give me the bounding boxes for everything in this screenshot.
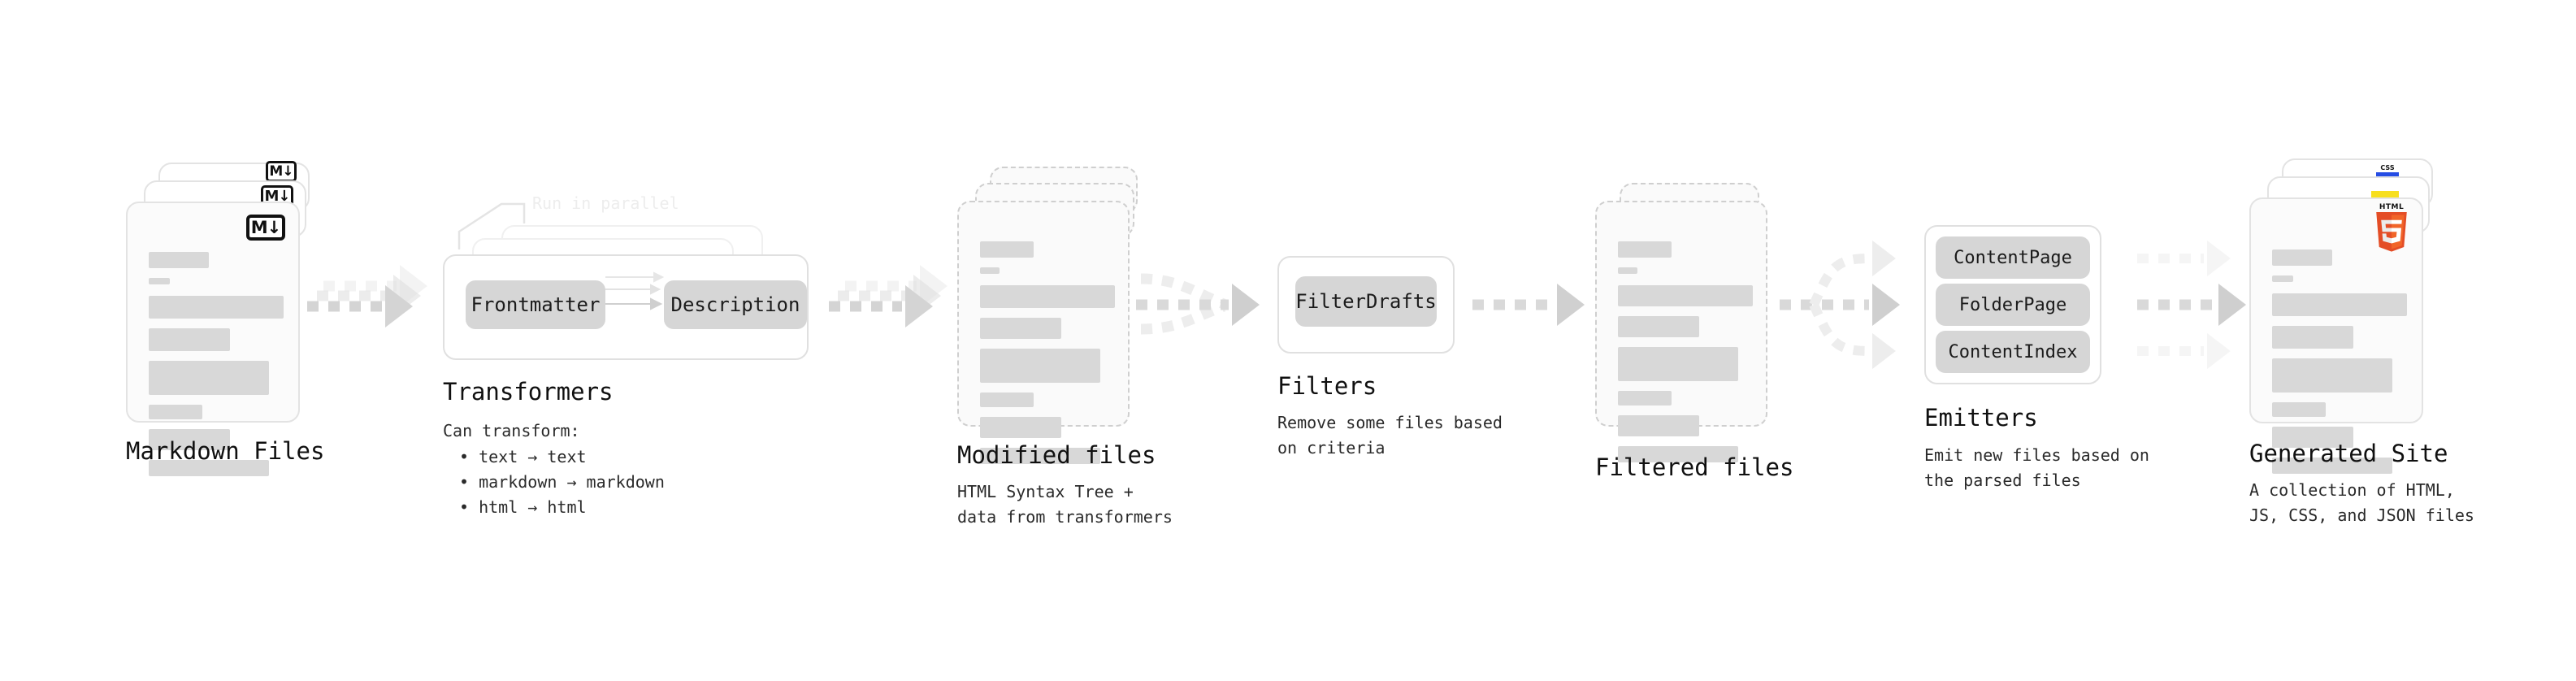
filter-pill-label: FilterDrafts — [1295, 290, 1437, 313]
stage-filtered-files: Filtered files — [1595, 183, 1793, 480]
connector-filters-to-filtered — [1472, 284, 1585, 326]
card-content-placeholder — [149, 252, 284, 486]
stage-subtitle-modified-files: HTML Syntax Tree + data from transformer… — [957, 482, 1173, 527]
markdown-card-stack: M↓ M↓ M↓ — [126, 161, 313, 476]
stage-title-filters: Filters — [1277, 372, 1377, 400]
markdown-card-front: M↓ — [126, 202, 300, 476]
run-in-parallel-label: Run in parallel — [532, 193, 679, 213]
stage-title-emitters: Emitters — [1924, 404, 2038, 432]
connector-modified-to-filters — [1136, 273, 1260, 335]
stage-title-filtered-files: Filtered files — [1595, 453, 1794, 481]
stage-subtitle-filters: Remove some files based on criteria — [1277, 413, 1503, 458]
emitter-pill-contentindex[interactable]: ContentIndex — [1936, 331, 2090, 373]
connector-filtered-to-emitters — [1780, 240, 1900, 370]
stage-subtitle-emitters: Emit new files based on the parsed files — [1924, 445, 2149, 490]
transformer-pill-description[interactable]: Description — [664, 280, 807, 329]
stage-title-modified-files: Modified files — [957, 441, 1156, 469]
emitter-pill-folderpage[interactable]: FolderPage — [1936, 284, 2090, 326]
card-content-placeholder — [980, 241, 1115, 474]
stage-title-markdown-files: Markdown Files — [126, 437, 325, 465]
transformer-inner-arrows — [597, 271, 665, 310]
transformers-bullet-item: • html → html — [459, 497, 587, 517]
connector-md-to-transformers — [307, 265, 427, 327]
card-content-placeholder — [2272, 249, 2407, 484]
site-card-stack: CSS HTML — [2249, 158, 2436, 474]
modified-card-stack — [957, 167, 1144, 464]
transformers-bullet-list: • text → text • markdown → markdown • ht… — [459, 445, 665, 520]
stage-subtitle-transformers: Can transform: — [443, 421, 580, 440]
card-content-placeholder — [1618, 241, 1753, 472]
markdown-icon: M↓ — [246, 215, 285, 241]
transformer-pill-label: Description — [670, 293, 800, 316]
stage-markdown-files: M↓ M↓ M↓ Markdown Files — [126, 161, 324, 476]
connector-transformers-to-modified — [829, 265, 948, 327]
stage-title-transformers: Transformers — [443, 378, 614, 406]
parallel-bracket — [458, 202, 526, 249]
stage-modified-files: Modified files HTML Syntax Tree + data f… — [957, 167, 1173, 527]
stage-title-generated-site: Generated Site — [2249, 440, 2448, 467]
css-icon: CSS — [2376, 165, 2399, 176]
connector-emitters-to-site — [2137, 240, 2246, 370]
emitter-pill-contentpage[interactable]: ContentPage — [1936, 236, 2090, 279]
emitter-pill-label: FolderPage — [1958, 294, 2067, 315]
modified-card-front — [957, 201, 1130, 464]
filtered-card-stack — [1595, 183, 1782, 462]
markdown-icon: M↓ — [266, 161, 297, 182]
filter-pill-filterdrafts[interactable]: FilterDrafts — [1295, 276, 1437, 327]
html5-wordmark: HTML — [2379, 203, 2405, 211]
site-card-front-html: HTML — [2249, 197, 2423, 474]
filtered-card-front — [1595, 201, 1767, 462]
transformer-pill-label: Frontmatter — [471, 293, 601, 316]
stage-generated-site: CSS HTML — [2249, 158, 2474, 525]
stage-subtitle-generated-site: A collection of HTML, JS, CSS, and JSON … — [2249, 480, 2474, 525]
emitter-pill-label: ContentIndex — [1948, 341, 2078, 362]
transformer-pill-frontmatter[interactable]: Frontmatter — [466, 280, 605, 329]
html5-icon: HTML — [2373, 204, 2410, 253]
transformers-bullet-item: • markdown → markdown — [459, 472, 665, 492]
emitter-pill-label: ContentPage — [1954, 247, 2072, 268]
transformers-bullet-item: • text → text — [459, 447, 587, 466]
